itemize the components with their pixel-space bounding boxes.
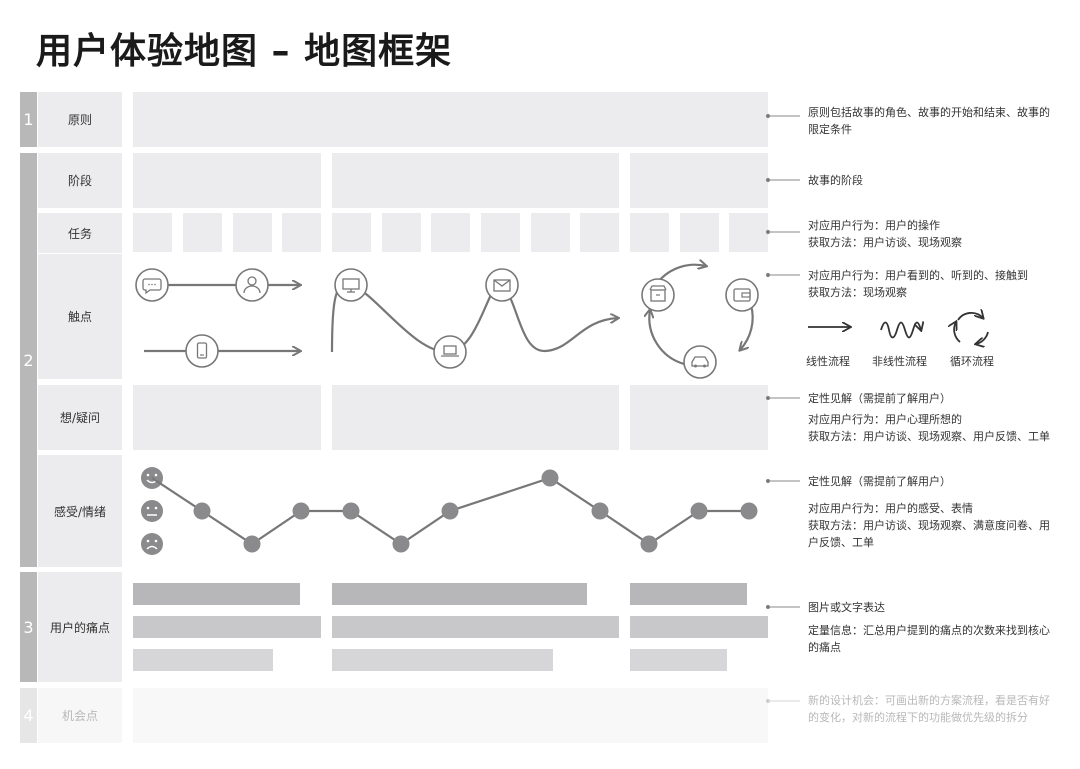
emotion-point [690,502,708,520]
note-touchpoint: 对应用户行为：用户看到的、听到的、接触到获取方法：现场观察 [808,269,1028,299]
row-label-pain-points: 用户的痛点 [38,572,122,682]
task-block [431,213,470,252]
pain-bar [630,616,768,638]
car-icon [683,345,717,379]
task-block [133,213,172,252]
legend-nonlinear-icon [880,323,921,339]
cycle-arc-left [649,310,685,366]
task-block [332,213,371,252]
task-block [630,213,669,252]
task-block [729,213,768,252]
mail-icon [485,268,519,302]
laptop-icon [433,335,467,369]
thoughts-block-1 [133,385,321,450]
legend-linear-label: 线性流程 [806,355,850,368]
nonlinear-flow [330,283,618,354]
stage-block-1 [133,153,321,208]
task-block [382,213,421,252]
row-label-stage: 阶段 [38,153,122,208]
task-block [531,213,570,252]
cycle-arc-right [740,304,754,350]
legend-cycle-label: 循环流程 [950,355,994,368]
leader-lines [765,113,800,704]
note-principle: 原则包括故事的角色、故事的开始和结束、故事的限定条件 [808,106,1050,136]
task-block [233,213,272,252]
cycle-arc-top [657,265,706,283]
pain-bar [133,649,273,671]
task-block [183,213,222,252]
page-title: 用户体验地图 – 地图框架 [36,31,453,72]
pain-bar [332,583,587,605]
emotion-point [292,502,310,520]
stage-block-2 [332,153,619,208]
legend-nonlinear-label: 非线性流程 [872,355,927,368]
task-block [282,213,321,252]
note-stage: 故事的阶段 [808,174,863,187]
emotion-point [541,469,559,487]
row-label-thoughts: 想/疑问 [38,385,122,450]
emotion-point [740,502,758,520]
section-1-bar: 1 [20,92,37,147]
row-label-opportunity: 机会点 [38,688,122,743]
emotion-point [441,502,459,520]
pain-bar [630,583,747,605]
note-task: 对应用户行为：用户的操作获取方法：用户访谈、现场观察 [808,219,962,249]
emotion-point [243,535,261,553]
note-pain-points: 图片或文字表达 定量信息：汇总用户提到的痛点的次数来找到核心的痛点 [808,601,1050,654]
store-icon [641,278,675,312]
pain-bar [630,649,727,671]
section-2-bar: 2 [20,153,37,567]
pain-bar [332,649,553,671]
emotion-point [342,502,360,520]
opportunity-block [133,688,768,743]
row-label-principle: 原则 [38,92,122,147]
stage-block-3 [630,153,768,208]
pain-bar [332,616,619,638]
task-block [680,213,719,252]
emotion-point [392,535,410,553]
row-label-touchpoint: 触点 [38,254,122,379]
neutral-face-icon [141,500,163,522]
note-thoughts: 定性见解（需提前了解用户） 对应用户行为：用户心理所想的 获取方法：用户访谈、现… [808,392,1050,443]
emotion-scale [141,467,163,555]
thoughts-block-2 [332,385,619,450]
principle-block [133,92,768,147]
emotion-point [640,535,658,553]
emotion-point [193,502,211,520]
user-icon [235,268,269,302]
legend-cycle-icon [954,313,989,344]
row-label-feelings: 感受/情绪 [38,455,122,567]
emotion-point [591,502,609,520]
emotion-curve [151,469,758,553]
sad-face-icon [141,533,163,555]
linear-flow [144,285,300,351]
wallet-icon [725,278,759,312]
task-block [580,213,619,252]
pain-bar [133,616,321,638]
note-opportunity: 新的设计机会：可画出新的方案流程，看是否有好的变化，对新的流程下的功能做优先级的… [808,694,1050,724]
chat-icon [135,268,169,302]
task-block [481,213,520,252]
note-feelings: 定性见解（需提前了解用户） 对应用户行为：用户的感受、表情 获取方法：用户访谈、… [808,475,1050,549]
section-3-bar: 3 [20,572,37,682]
row-label-task: 任务 [38,213,122,253]
emotion-line [151,476,749,546]
section-4-bar: 4 [20,688,37,743]
phone-icon [185,334,219,368]
monitor-icon [334,268,368,302]
thoughts-block-3 [630,385,768,450]
pain-bar [133,583,300,605]
